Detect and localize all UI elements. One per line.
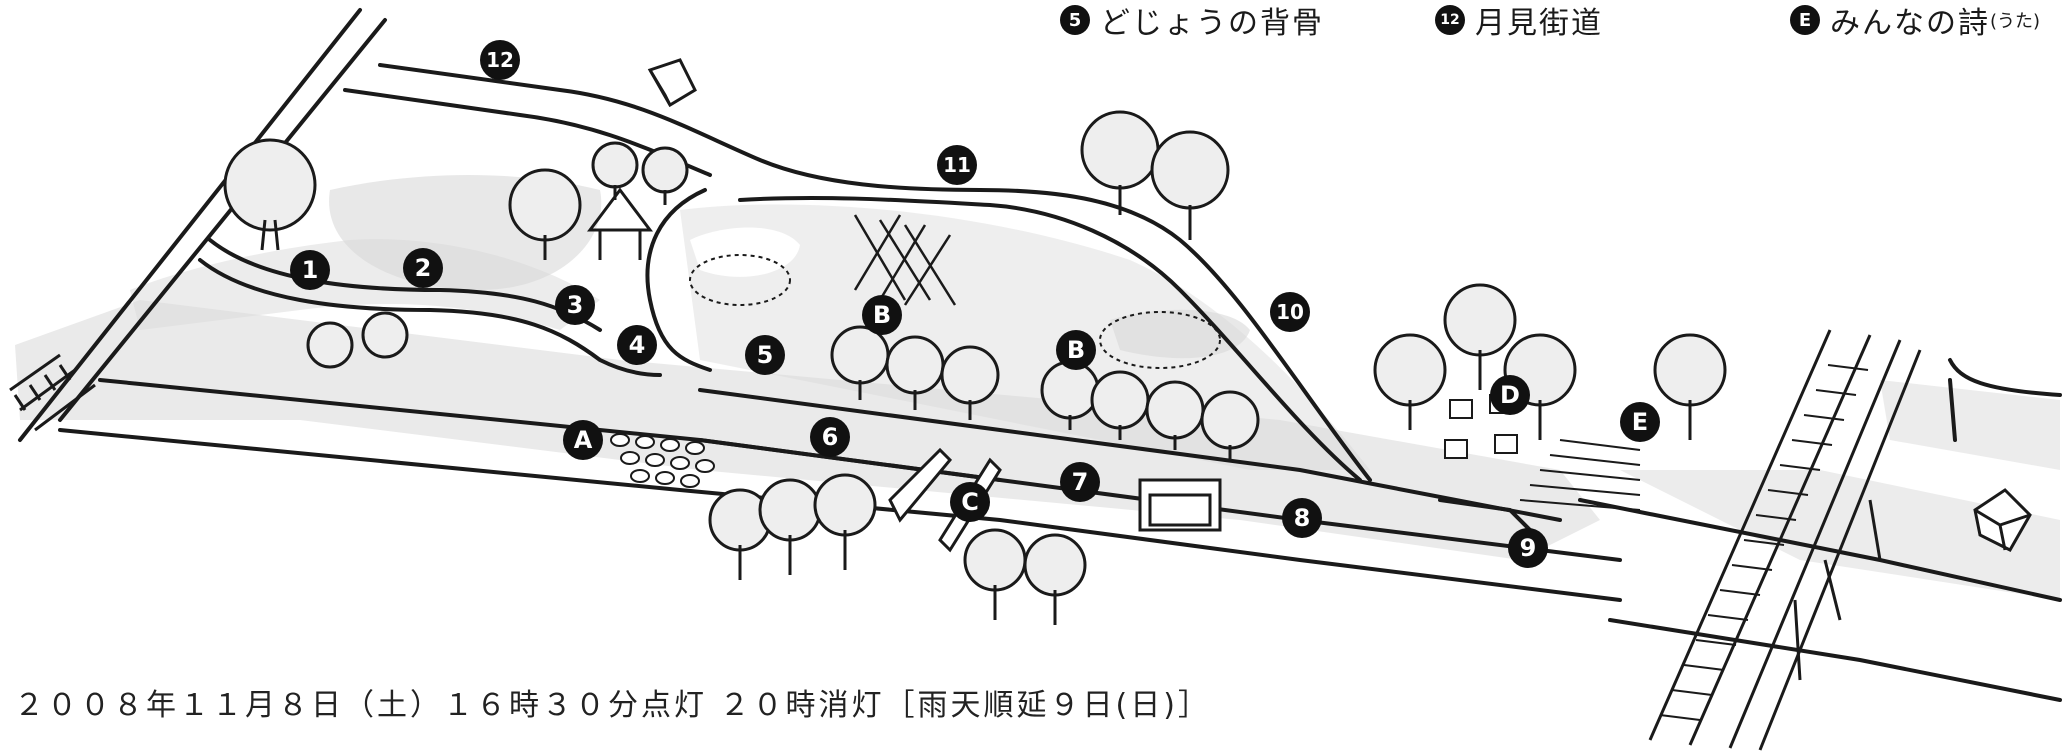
svg-text:4: 4 — [629, 331, 646, 359]
legend-item-E: E みんなの詩 (うた) — [1790, 0, 2041, 41]
marker-6: 6 — [810, 417, 850, 457]
legend-item-12: 12 月見街道 — [1435, 0, 1603, 41]
legend-badge: 5 — [1060, 5, 1090, 35]
marker-9: 9 — [1508, 528, 1548, 568]
marker-8: 8 — [1282, 498, 1322, 538]
legend-label: どじょうの背骨 — [1100, 6, 1324, 41]
marker-A: A — [563, 420, 603, 460]
svg-text:E: E — [1632, 408, 1648, 436]
svg-text:3: 3 — [567, 291, 584, 319]
markers: 1 2 3 4 5 6 7 8 9 10 11 12 A B B C D E — [290, 40, 1660, 568]
marker-1: 1 — [290, 250, 330, 290]
svg-text:B: B — [1067, 336, 1085, 364]
marker-B1: B — [862, 295, 902, 335]
marker-10: 10 — [1270, 292, 1310, 332]
svg-text:5: 5 — [757, 341, 774, 369]
lattice — [853, 214, 957, 306]
marker-3: 3 — [555, 285, 595, 325]
building-right — [1973, 488, 2032, 552]
svg-text:10: 10 — [1276, 300, 1304, 324]
steps — [1519, 439, 1641, 511]
svg-text:1: 1 — [302, 256, 319, 284]
marker-12: 12 — [480, 40, 520, 80]
legend-badge: E — [1790, 5, 1820, 35]
marker-2: 2 — [403, 248, 443, 288]
svg-text:B: B — [873, 301, 891, 329]
marker-E: E — [1620, 402, 1660, 442]
hut — [587, 187, 653, 260]
event-schedule-text: ２００８年１１月８日（土）１６時３０分点灯 ２０時消灯［雨天順延９日(日)］ — [14, 688, 1211, 723]
road-lines — [18, 8, 2062, 702]
svg-text:9: 9 — [1520, 534, 1537, 562]
lantern-cluster — [610, 433, 715, 488]
marker-D: D — [1490, 375, 1530, 415]
svg-text:2: 2 — [415, 254, 432, 282]
svg-text:12: 12 — [486, 48, 514, 72]
marker-C: C — [950, 482, 990, 522]
left-fence — [9, 353, 96, 432]
marker-4: 4 — [617, 325, 657, 365]
marker-B2: B — [1056, 330, 1096, 370]
ring-features — [689, 254, 1221, 369]
legend-badge: 12 — [1435, 5, 1465, 35]
gazebo — [1138, 478, 1222, 532]
legend-label: 月見街道 — [1475, 6, 1603, 41]
marker-11: 11 — [937, 145, 977, 185]
marker-7: 7 — [1060, 462, 1100, 502]
svg-text:D: D — [1500, 381, 1520, 409]
building-top — [647, 58, 697, 108]
trees — [223, 110, 1727, 625]
legend-label: みんなの詩 — [1830, 6, 1990, 41]
svg-text:A: A — [574, 426, 593, 454]
svg-text:8: 8 — [1294, 504, 1311, 532]
svg-text:11: 11 — [943, 153, 971, 177]
svg-text:6: 6 — [822, 423, 839, 451]
railway-bridge — [1648, 329, 1922, 751]
legend-note: (うた) — [1990, 11, 2041, 32]
legend-item-5: 5 どじょうの背骨 — [1060, 0, 1324, 41]
svg-text:C: C — [961, 488, 979, 516]
marker-5: 5 — [745, 335, 785, 375]
svg-text:7: 7 — [1072, 468, 1089, 496]
